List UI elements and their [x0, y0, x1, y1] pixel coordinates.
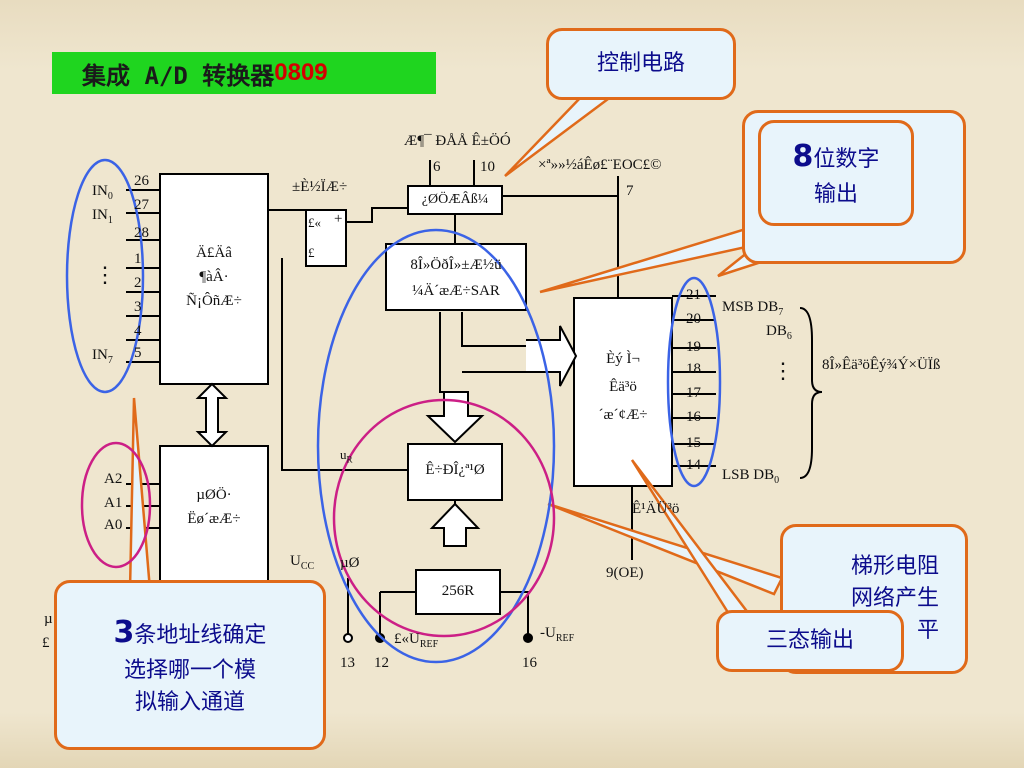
msb-label: MSB DB7: [722, 299, 784, 318]
control-logic-label: ¿ØÖÆÂß¼­: [421, 192, 489, 207]
callout-tristate-output: 三态输出: [716, 610, 904, 672]
uref-pos-label: £«UREF: [394, 631, 439, 650]
lsb-label: LSB DB0: [722, 467, 780, 486]
ladder-line-2: 网络产生: [850, 586, 939, 612]
pin-12: 12: [374, 655, 389, 671]
pin-16: 16: [686, 409, 701, 425]
ladder-line-1: 梯形电阻: [850, 554, 939, 580]
input-dots: ⋮: [94, 262, 116, 287]
comparator-label: ±È½ÏÆ÷: [292, 179, 348, 195]
pin-10: 10: [480, 159, 495, 175]
pin-4: 4: [134, 323, 142, 339]
callout-control-circuit: 控制电路: [546, 28, 736, 100]
addr-a1: A1: [104, 495, 123, 511]
output-pins-ring: [666, 276, 722, 488]
latch-line-2: Ëø´æÆ÷: [187, 511, 241, 527]
dac-switch-block: [407, 443, 503, 501]
output-latch-block: [573, 297, 673, 487]
comparator-minus: £­: [308, 245, 315, 260]
left-cut-label-2: £: [42, 635, 50, 651]
dac-ring: [332, 398, 556, 638]
output-bus-label: 8Î»Êä³öÊý¾Ý×ÜÏß: [822, 357, 941, 373]
pin-17: 17: [686, 385, 701, 401]
pin-5: 5: [134, 345, 142, 361]
output-latch-line-2: Êä³ö: [609, 379, 637, 395]
comparator-plus: £«: [308, 215, 321, 230]
pin-26: 26: [134, 173, 149, 189]
resistor-label: 256R: [441, 583, 475, 599]
pin-18: 18: [686, 361, 701, 377]
pin-20: 20: [686, 311, 701, 327]
ucc-label: UCC: [290, 553, 315, 572]
db6-label: DB6: [766, 323, 792, 342]
dac-switch-label: Ê÷ÐÎ¿ª¹Ø: [425, 462, 485, 478]
in7-label: IN7: [92, 347, 113, 366]
digital-output-line-2: 输出: [813, 181, 858, 207]
pin-21: 21: [686, 287, 701, 303]
callout-address-lines: 3条地址线确定 选择哪一个模 拟输入通道: [54, 580, 326, 750]
pin-15: 15: [686, 435, 701, 451]
mux-line-2: ¶àÂ·: [199, 269, 229, 285]
sar-block: [385, 243, 527, 311]
callout-digital-output: 8位数字 输出: [758, 120, 914, 226]
ladder-line-3: 平: [916, 617, 939, 643]
address-line-3: 拟输入通道: [134, 689, 245, 715]
output-dots: ⋮: [772, 358, 794, 383]
mux-line-1: Ä£Äâ: [196, 245, 232, 261]
comparator-plus-sign: +: [334, 211, 343, 227]
left-cut-label-1: µ: [44, 611, 53, 627]
pin-13: 13: [340, 655, 355, 671]
pin-2: 2: [134, 275, 142, 291]
control-signals-label: Æ¶¯ ÐÅÅ Ê±ÖÓ: [404, 133, 511, 149]
digital-output-line-1: 8位数字: [792, 139, 880, 175]
eoc-label: ×ª»»½áÊø£¨EOC£©: [538, 157, 662, 173]
output-latch-line-3: ´æ´¢Æ÷: [598, 407, 648, 423]
address-line-2: 选择哪一个模: [123, 657, 256, 683]
in0-label: IN0: [92, 183, 113, 202]
mux-line-3: Ñ¡ÔñÆ÷: [186, 293, 242, 309]
comparator-block: [305, 209, 347, 267]
pin-16-vref: 16: [522, 655, 537, 671]
pin-19: 19: [686, 339, 701, 355]
core-blocks-ring: [316, 228, 556, 664]
gnd-label: µØ: [340, 555, 360, 571]
pin-7: 7: [626, 183, 634, 199]
in1-label: IN1: [92, 207, 113, 226]
pin-6: 6: [433, 159, 441, 175]
title-text: 集成 A/D 转换器: [82, 61, 275, 90]
address-line-1: 3条地址线确定: [113, 615, 267, 651]
addr-a2: A2: [104, 471, 123, 487]
uref-neg-label: -UREF: [540, 625, 575, 644]
ur-label: uR: [340, 447, 353, 465]
pin-14: 14: [686, 457, 701, 473]
pin-3: 3: [134, 299, 142, 315]
analog-mux-block: [159, 173, 269, 385]
input-channels-ring: [65, 158, 145, 394]
title-model: 0809: [274, 59, 328, 86]
pin-1: 1: [134, 251, 142, 267]
oe-label-garbled: Ê¹ÄÜ³ö: [632, 501, 680, 517]
callout-control-text: 控制电路: [596, 51, 685, 77]
addr-a0: A0: [104, 517, 123, 533]
resistor-block: [415, 569, 501, 615]
pin-28: 28: [134, 225, 149, 241]
latch-line-1: µØÖ·: [196, 487, 232, 503]
address-latch-block: [159, 445, 269, 587]
address-lines-ring: [80, 441, 152, 569]
pin-27: 27: [134, 197, 149, 213]
tristate-text: 三态输出: [765, 628, 854, 654]
output-latch-line-1: Èý Ì¬: [606, 351, 640, 367]
sar-line-1: 8Î»ÖðÎ»±Æ½ü: [410, 257, 502, 273]
sar-line-2: ¼Ä´æÆ÷SAR: [412, 283, 500, 299]
oe-pin-label: 9(OE): [606, 565, 644, 581]
control-logic-block: [407, 185, 503, 215]
